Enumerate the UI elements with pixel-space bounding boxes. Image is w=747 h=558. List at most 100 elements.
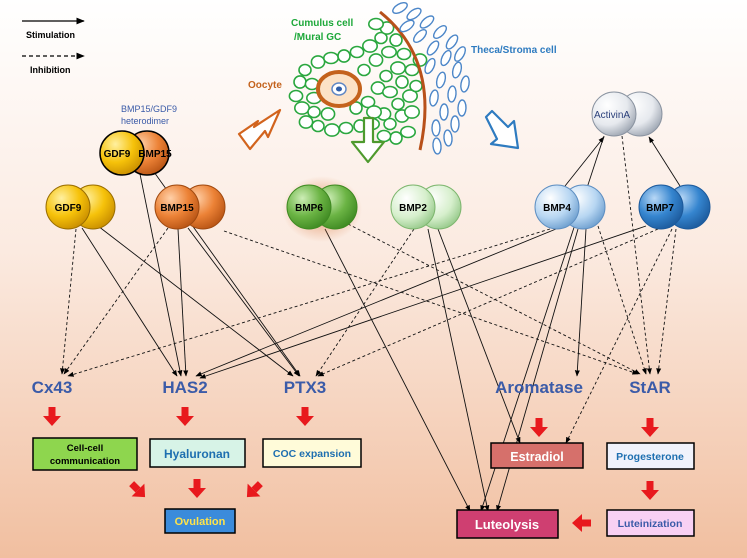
cumulus-cell xyxy=(367,17,384,31)
theca-cell xyxy=(432,137,442,155)
theca-cell xyxy=(432,24,448,40)
luteinization-label: Luteinization xyxy=(618,518,683,530)
theca-cell xyxy=(406,7,422,21)
bmp15-dimer: BMP15 xyxy=(154,184,226,230)
cumulus-cell xyxy=(395,75,409,89)
edge-bmp7-to-star xyxy=(656,228,677,375)
cumulus-cell-cluster xyxy=(288,17,428,145)
edge-bmp7-to-ptx3 xyxy=(317,228,659,377)
theca-source-arrow xyxy=(484,109,520,150)
theca-cell xyxy=(412,28,428,44)
bmp6-label: BMP6 xyxy=(295,203,323,214)
cumulus-cell xyxy=(389,61,406,75)
cumulus-cell xyxy=(293,101,310,115)
cumulus-cell xyxy=(389,131,403,145)
cumulus-cell xyxy=(298,115,314,129)
edge-bmp4-to-aromatase xyxy=(574,228,587,377)
theca-cell xyxy=(451,61,463,79)
theca-cell xyxy=(460,75,470,93)
theca-cell xyxy=(440,49,452,67)
cumulus-cell xyxy=(376,129,392,143)
ovulation-box: Ovulation xyxy=(164,508,236,534)
edge-bmp15-to-cx43 xyxy=(63,227,169,375)
edge-bmp15-to-has2 xyxy=(177,228,189,377)
cumulus-cell xyxy=(374,31,388,45)
edge-gdf9-to-cx43 xyxy=(60,228,77,375)
cumulus-cell xyxy=(399,125,416,139)
heterodimer-caption-line2: heterodimer xyxy=(121,116,169,126)
heterodimer-caption-line1: BMP15/GDF9 xyxy=(121,104,177,114)
luteolysis-label: Luteolysis xyxy=(475,517,539,532)
bmp6-dimer: BMP6 xyxy=(282,176,362,242)
cumulus-cell xyxy=(349,45,365,59)
luteolysis-box: Luteolysis xyxy=(456,509,559,539)
theca-cell xyxy=(424,57,436,75)
cumulus-cell xyxy=(288,89,304,103)
cumulus-cell xyxy=(361,39,378,53)
cumulus-cell xyxy=(391,97,405,111)
ovulation-label: Ovulation xyxy=(175,516,226,528)
theca-cell xyxy=(454,46,466,62)
bmp7-label: BMP7 xyxy=(646,203,674,214)
edge-bmp7-to-activin xyxy=(648,136,681,187)
legend-inhibition-label: Inhibition xyxy=(30,65,71,75)
gene-labels: Cx43 HAS2 PTX3 Aromatase StAR xyxy=(32,378,671,397)
edge-bmp7-to-has2 xyxy=(199,225,647,379)
bmp2-label: BMP2 xyxy=(399,203,427,214)
activin-a-dimer: ActivinA xyxy=(591,91,663,137)
oocyte-cell xyxy=(316,70,362,108)
cumulus-cell-label: Cumulus cell xyxy=(291,18,353,29)
edge-bmp4-to-cx43 xyxy=(67,228,551,377)
cell-communication-box: Cell-cell communication xyxy=(32,437,138,471)
cell-communication-line2: communication xyxy=(50,456,120,467)
cell-communication-line1: Cell-cell xyxy=(67,443,103,454)
heterodimer-bmp15-label: BMP15 xyxy=(138,149,172,160)
edge-bmp15-to-ptx3 xyxy=(187,227,300,377)
theca-cell xyxy=(439,103,449,121)
gene-aromatase: Aromatase xyxy=(495,378,583,397)
bmp7-dimer: BMP7 xyxy=(638,184,711,230)
edge-gdf9-to-ptx3 xyxy=(97,225,294,377)
theca-cell xyxy=(426,40,440,56)
estradiol-label: Estradiol xyxy=(510,450,564,464)
edge-bmp4-to-star xyxy=(597,225,647,375)
gdf9-label: GDF9 xyxy=(55,203,82,214)
cumulus-cell xyxy=(293,75,307,89)
edge-bmp2-to-ptx3 xyxy=(315,228,415,377)
hyaluronan-label: Hyaluronan xyxy=(164,447,230,461)
cumulus-cell xyxy=(403,105,420,119)
heterodimer-gdf9-label: GDF9 xyxy=(104,149,131,160)
theca-cell xyxy=(419,15,435,29)
basement-membrane xyxy=(379,10,427,151)
theca-cell xyxy=(457,99,467,117)
edge-bmp6-to-luteolysis xyxy=(324,228,471,512)
cumulus-cell xyxy=(380,45,397,59)
bmp4-label: BMP4 xyxy=(543,203,571,214)
theca-cell xyxy=(447,85,457,103)
edge-activin-to-star xyxy=(621,135,652,375)
theca-cell xyxy=(445,34,459,50)
activin-a-label: ActivinA xyxy=(594,110,630,121)
cumulus-cell xyxy=(383,117,397,131)
cumulus-cell xyxy=(310,55,326,69)
cumulus-cell xyxy=(389,33,403,47)
progesterone-label: Progesterone xyxy=(616,451,684,463)
edge-bmp7-to-estradiol xyxy=(565,228,673,444)
coc-expansion-label: COC expansion xyxy=(273,448,351,460)
theca-cell xyxy=(392,2,408,14)
edge-bmp2-to-luteolysis xyxy=(427,228,490,512)
mural-gc-label: /Mural GC xyxy=(294,32,341,43)
cumulus-cell xyxy=(381,85,398,99)
cumulus-cell xyxy=(365,105,382,119)
cumulus-cell xyxy=(323,123,340,137)
cumulus-cell xyxy=(307,105,321,119)
estradiol-box: Estradiol xyxy=(490,442,584,469)
theca-cell xyxy=(450,115,460,133)
signaling-edges xyxy=(60,135,681,512)
edge-heterodimer-to-has2 xyxy=(139,173,183,377)
cumulus-cell xyxy=(368,53,384,67)
cumulus-cell xyxy=(338,121,354,135)
gene-ptx3: PTX3 xyxy=(284,378,327,397)
cumulus-cell xyxy=(337,49,351,63)
